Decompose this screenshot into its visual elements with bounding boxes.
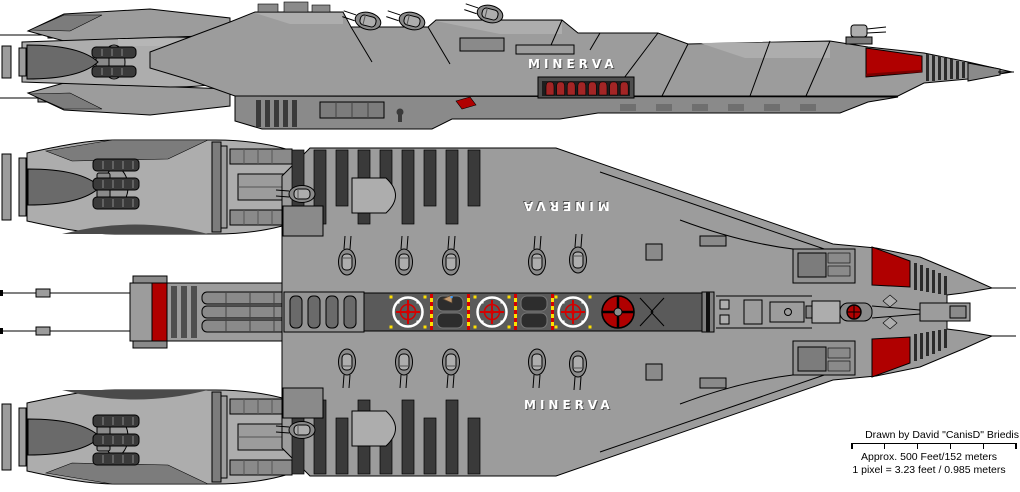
scale-length-label: Approx. 500 Feet/152 meters <box>861 451 997 463</box>
keel-ribs <box>256 100 297 127</box>
parked-viper-icon <box>442 294 453 304</box>
credit-line: Drawn by David "CanisD" Briedis <box>865 429 1019 441</box>
bow-rib-stripes-upper <box>914 263 947 295</box>
stern-red-stripe <box>151 282 168 342</box>
ship-name-side: MINERVA <box>528 57 618 71</box>
bow-red-marking-upper <box>871 246 911 288</box>
bow-rail <box>716 295 813 329</box>
deck-marker-dots <box>389 295 592 329</box>
keel-tabs <box>620 104 816 111</box>
tail-boom <box>0 275 296 349</box>
ship-name-top-aft: MINERVA <box>520 199 610 213</box>
flight-deck <box>283 291 971 333</box>
engine-pod-lower <box>1 389 311 485</box>
engine-pod-upper <box>1 139 311 235</box>
side-hull <box>149 0 1014 130</box>
side-view <box>0 0 1014 130</box>
side-thruster-bank <box>537 76 635 99</box>
top-view <box>0 139 1016 485</box>
pixel-scale-label: 1 pixel = 3.23 feet / 0.985 meters <box>852 464 1006 476</box>
ship-name-top-fore: MINERVA <box>524 398 614 412</box>
bow-rib-stripes <box>926 54 965 81</box>
bow-red-marking-lower <box>871 336 911 378</box>
hazard-stripe-zones <box>430 294 554 330</box>
keel-red-accent <box>455 96 477 110</box>
bow-turret <box>845 24 887 45</box>
bow-panel-boxes <box>792 248 856 376</box>
scale-bar <box>851 443 1017 450</box>
bow-rib-stripes-lower <box>914 329 947 361</box>
red-dome <box>601 295 635 329</box>
bow-antennae <box>992 287 1016 337</box>
caption-block: Drawn by David "CanisD" Briedis Approx. … <box>839 429 1019 477</box>
bow-spine <box>811 300 971 324</box>
engine-nozzle <box>26 44 99 80</box>
